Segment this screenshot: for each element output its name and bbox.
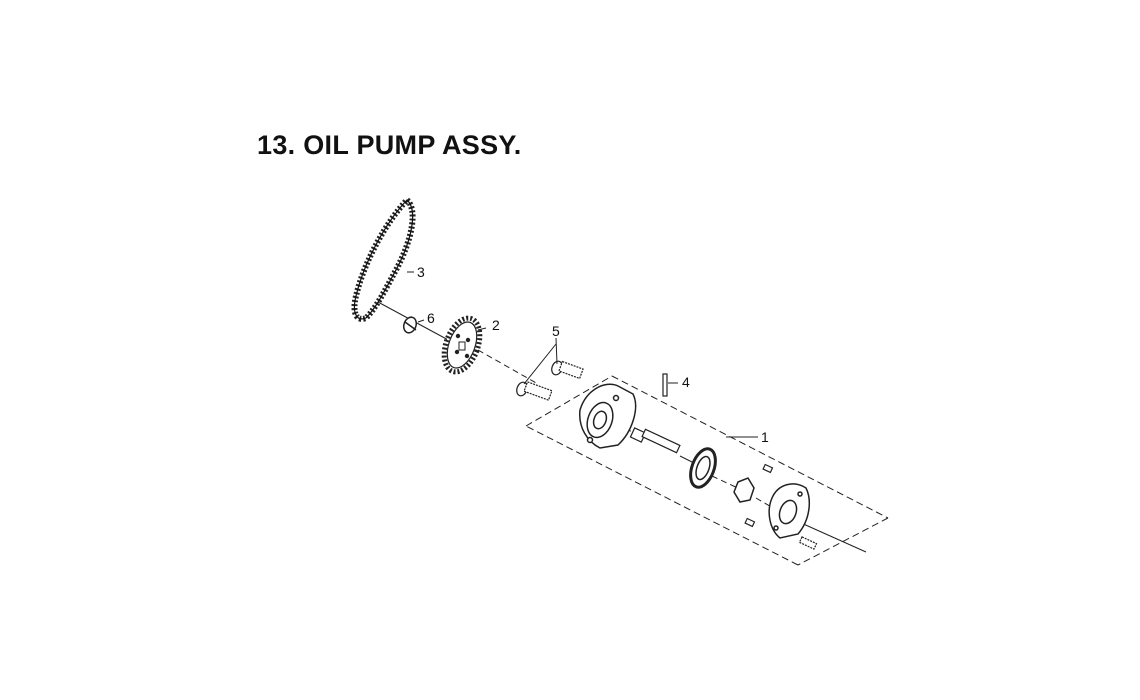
- sprocket: [441, 315, 483, 375]
- callout-label-4: 4: [682, 374, 690, 390]
- outer-rotor: [689, 447, 717, 489]
- screw: [798, 536, 818, 550]
- callout-label-2: 2: [492, 317, 500, 333]
- pump-rear-plate: [768, 483, 811, 539]
- leader-lines: [407, 271, 758, 438]
- bolt-upper: [551, 360, 584, 380]
- bolts: [516, 360, 584, 401]
- callout-label-6: 6: [427, 310, 435, 326]
- pump-body: [579, 383, 637, 449]
- dowel-pins: [744, 463, 774, 528]
- washer-clip: [402, 316, 418, 334]
- assembly-outline: [525, 375, 889, 566]
- bolt-lower: [516, 381, 553, 401]
- page-title: 13. OIL PUMP ASSY.: [257, 130, 522, 160]
- pin: [662, 373, 668, 397]
- chain: [351, 195, 416, 322]
- callout-label-5: 5: [552, 323, 560, 339]
- pump-shaft: [629, 427, 681, 454]
- callout-label-3: 3: [417, 264, 425, 280]
- callout-label-1: 1: [761, 429, 769, 445]
- inner-rotor: [733, 477, 755, 503]
